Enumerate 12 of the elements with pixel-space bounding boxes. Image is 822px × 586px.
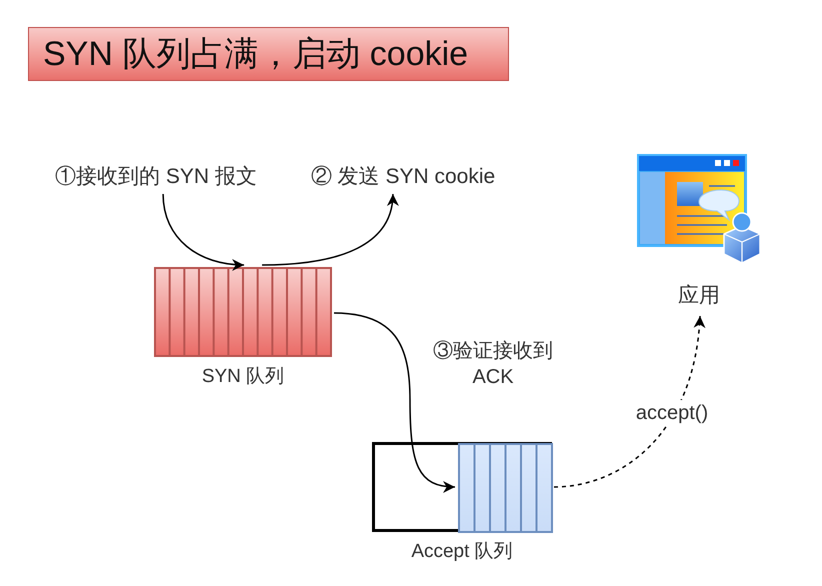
arrow	[262, 194, 398, 266]
step-label: ② 发送 SYN cookie	[310, 164, 496, 190]
app-label: 应用	[678, 283, 720, 309]
dashed-arrow	[554, 316, 705, 488]
arrow	[334, 312, 456, 492]
arrow	[162, 194, 244, 270]
step-label: ①接收到的 SYN 报文	[55, 164, 257, 190]
queue-bar	[458, 443, 553, 533]
queue-label: SYN 队列	[202, 365, 284, 389]
edge-label: ③验证接收到 ACK	[432, 339, 554, 390]
queue-label: Accept 队列	[411, 540, 513, 564]
title-banner: SYN 队列占满，启动 cookie	[28, 27, 509, 81]
